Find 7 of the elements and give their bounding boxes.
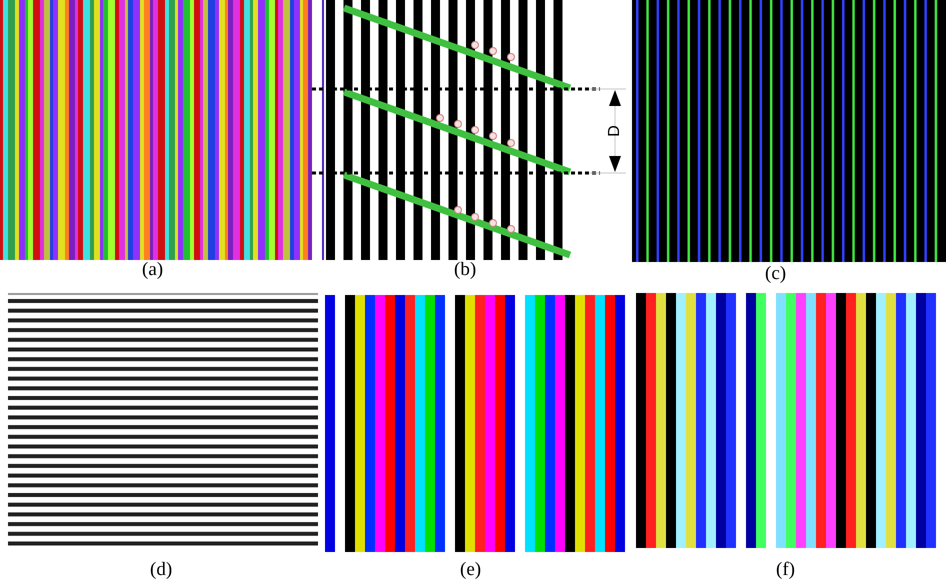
panel-label: (b) (454, 260, 476, 280)
panel-label: (f) (776, 560, 795, 580)
panel-label: (d) (150, 560, 172, 580)
panel-label: (a) (142, 260, 164, 280)
panel-label: (e) (460, 560, 482, 580)
panel-label: (c) (765, 264, 786, 284)
dimension-label: D (604, 125, 624, 137)
